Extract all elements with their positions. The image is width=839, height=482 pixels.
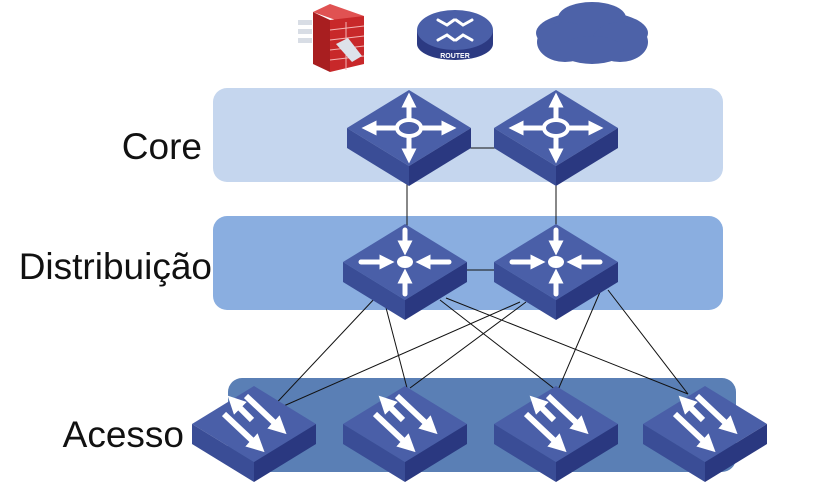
distribution-switch-icon	[509, 227, 603, 297]
access-switch-2	[343, 386, 467, 482]
layer-label-distribution: Distribuição	[18, 246, 212, 287]
layer-label-core: Core	[121, 126, 202, 167]
firewall-icon	[298, 4, 365, 72]
cloud-icon	[536, 2, 648, 64]
links	[267, 147, 689, 413]
core-switch-2	[494, 90, 618, 186]
link-dist1-access2	[383, 299, 408, 389]
layer-label-access: Acesso	[62, 414, 184, 455]
distribution-switch-2	[494, 224, 618, 320]
distribution-switch-icon	[358, 227, 452, 297]
access-switch-4	[643, 386, 767, 482]
router-label: ROUTER	[440, 53, 470, 60]
core-switch-icon	[508, 92, 604, 164]
link-dist2-access3	[557, 291, 601, 391]
access-switch-icon	[372, 393, 438, 453]
link-dist2-access2	[409, 301, 527, 389]
access-switch-1	[192, 386, 316, 482]
layer-band-distribution	[213, 216, 723, 310]
router-icon: ROUTER	[417, 10, 493, 60]
access-switch-icon	[221, 393, 287, 453]
access-switch-3	[494, 386, 618, 482]
access-switch-icon	[672, 393, 738, 453]
access-switch-icon	[523, 393, 589, 453]
link-dist1-access3	[439, 299, 557, 391]
distribution-switch-1	[343, 224, 467, 320]
link-dist1-access4	[445, 297, 689, 395]
link-dist2-access4	[607, 289, 689, 395]
core-switch-1	[347, 90, 471, 186]
link-dist1-access1	[267, 296, 377, 413]
core-switch-icon	[361, 92, 457, 164]
link-dist2-access1	[269, 301, 521, 413]
